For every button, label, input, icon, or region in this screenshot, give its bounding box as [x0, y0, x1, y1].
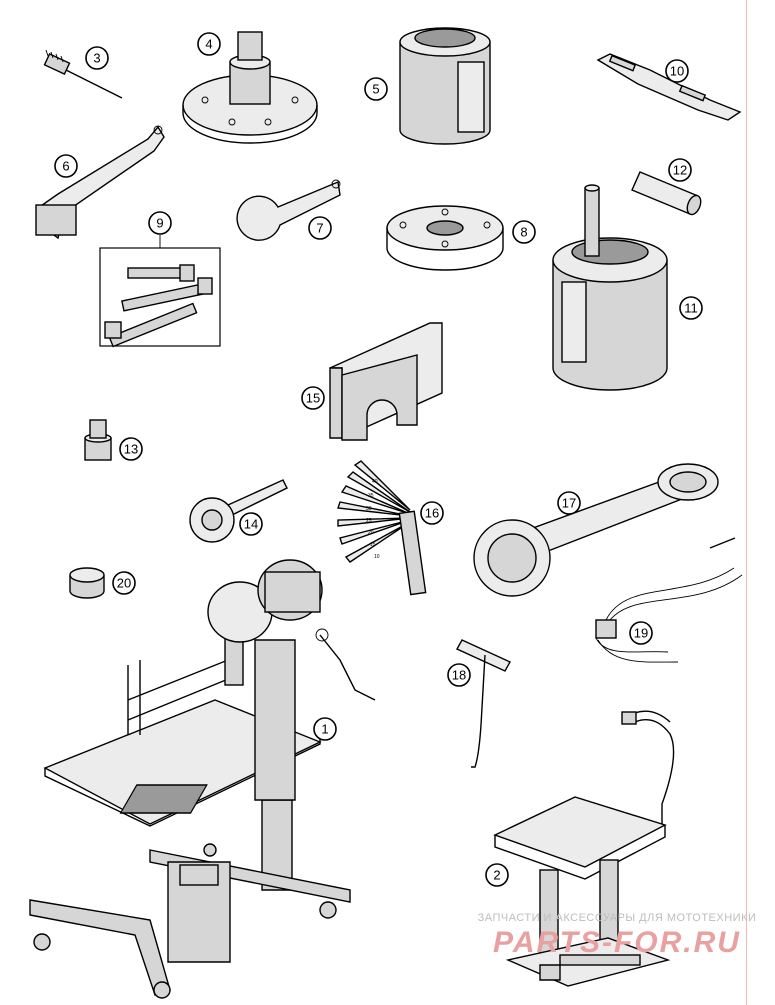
svg-text:18: 18 — [452, 668, 466, 683]
part-9-bolt-set — [99, 235, 221, 348]
label-12: 12 — [668, 158, 692, 182]
part-15-tool — [329, 322, 443, 441]
label-5: 5 — [364, 77, 388, 101]
svg-text:12: 12 — [673, 163, 687, 178]
svg-text:1: 1 — [321, 722, 328, 737]
part-13-tool — [84, 419, 112, 461]
svg-text:20: 20 — [117, 576, 131, 591]
part-10-tool — [596, 53, 742, 121]
svg-text:14: 14 — [244, 517, 258, 532]
svg-text:16: 16 — [425, 506, 439, 521]
gauge-mark-0: 40 — [372, 479, 378, 485]
svg-text:19: 19 — [634, 626, 648, 641]
watermark: ЗАПЧАСТИ И АКСЕССУАРЫ ДЛЯ МОТОТЕХНИКИ PA… — [462, 912, 772, 960]
label-9: 9 — [148, 211, 172, 235]
part-16-feeler-gauge — [337, 460, 427, 596]
part-5-tool — [399, 27, 491, 145]
part-7-tool — [236, 179, 341, 241]
svg-text:7: 7 — [316, 221, 323, 236]
part-18-t-handle — [456, 639, 511, 768]
label-16: 16 — [420, 501, 444, 525]
svg-text:11: 11 — [684, 301, 698, 316]
part-11-tool — [552, 184, 668, 391]
gauge-mark-2: 30 — [366, 506, 372, 512]
gauge-mark-4: 20 — [368, 530, 374, 536]
part-1-engine-stand — [29, 559, 376, 999]
part-19-sensor — [595, 537, 743, 663]
label-4: 4 — [197, 32, 221, 56]
svg-text:3: 3 — [93, 51, 100, 66]
label-3: 3 — [85, 46, 109, 70]
label-19: 19 — [629, 621, 653, 645]
part-12-tool — [631, 171, 702, 216]
svg-text:15: 15 — [306, 391, 320, 406]
watermark-logo: PARTS-FOR.RU — [493, 926, 741, 959]
label-13: 13 — [119, 437, 143, 461]
svg-text:9: 9 — [156, 216, 163, 231]
watermark-tagline: ЗАПЧАСТИ И АКСЕССУАРЫ ДЛЯ МОТОТЕХНИКИ — [477, 912, 757, 924]
svg-text:4: 4 — [205, 37, 212, 52]
part-20-tool — [69, 567, 105, 599]
svg-text:17: 17 — [562, 496, 576, 511]
part-6-tool — [35, 125, 165, 240]
label-18: 18 — [447, 663, 471, 687]
label-17: 17 — [557, 491, 581, 515]
part-4-tool — [182, 31, 318, 144]
gauge-mark-5: 15 — [370, 542, 376, 548]
label-2: 2 — [485, 863, 509, 887]
label-1: 1 — [313, 717, 337, 741]
gauge-mark-3: 25 — [366, 518, 372, 524]
page-edge-line — [746, 0, 747, 1005]
part-8-tool — [386, 205, 504, 271]
part-17-spanner — [473, 463, 719, 597]
part-3-tool — [43, 49, 123, 99]
label-10: 10 — [665, 59, 689, 83]
label-8: 8 — [512, 220, 536, 244]
svg-text:8: 8 — [520, 225, 527, 240]
label-6: 6 — [54, 154, 78, 178]
part-2-bike-stand — [493, 710, 675, 987]
label-7: 7 — [308, 216, 332, 240]
gauge-mark-6: 10 — [374, 554, 380, 560]
part-14-tool — [189, 479, 288, 543]
svg-text:13: 13 — [124, 442, 138, 457]
gauge-marks: 40 35 30 25 20 15 10 — [366, 479, 380, 560]
svg-text:2: 2 — [493, 868, 500, 883]
label-14: 14 — [239, 512, 263, 536]
label-20: 20 — [112, 571, 136, 595]
label-11: 11 — [679, 296, 703, 320]
svg-text:10: 10 — [670, 64, 684, 79]
gauge-mark-1: 35 — [368, 493, 374, 499]
svg-text:6: 6 — [62, 159, 69, 174]
label-15: 15 — [301, 386, 325, 410]
svg-text:5: 5 — [372, 82, 379, 97]
